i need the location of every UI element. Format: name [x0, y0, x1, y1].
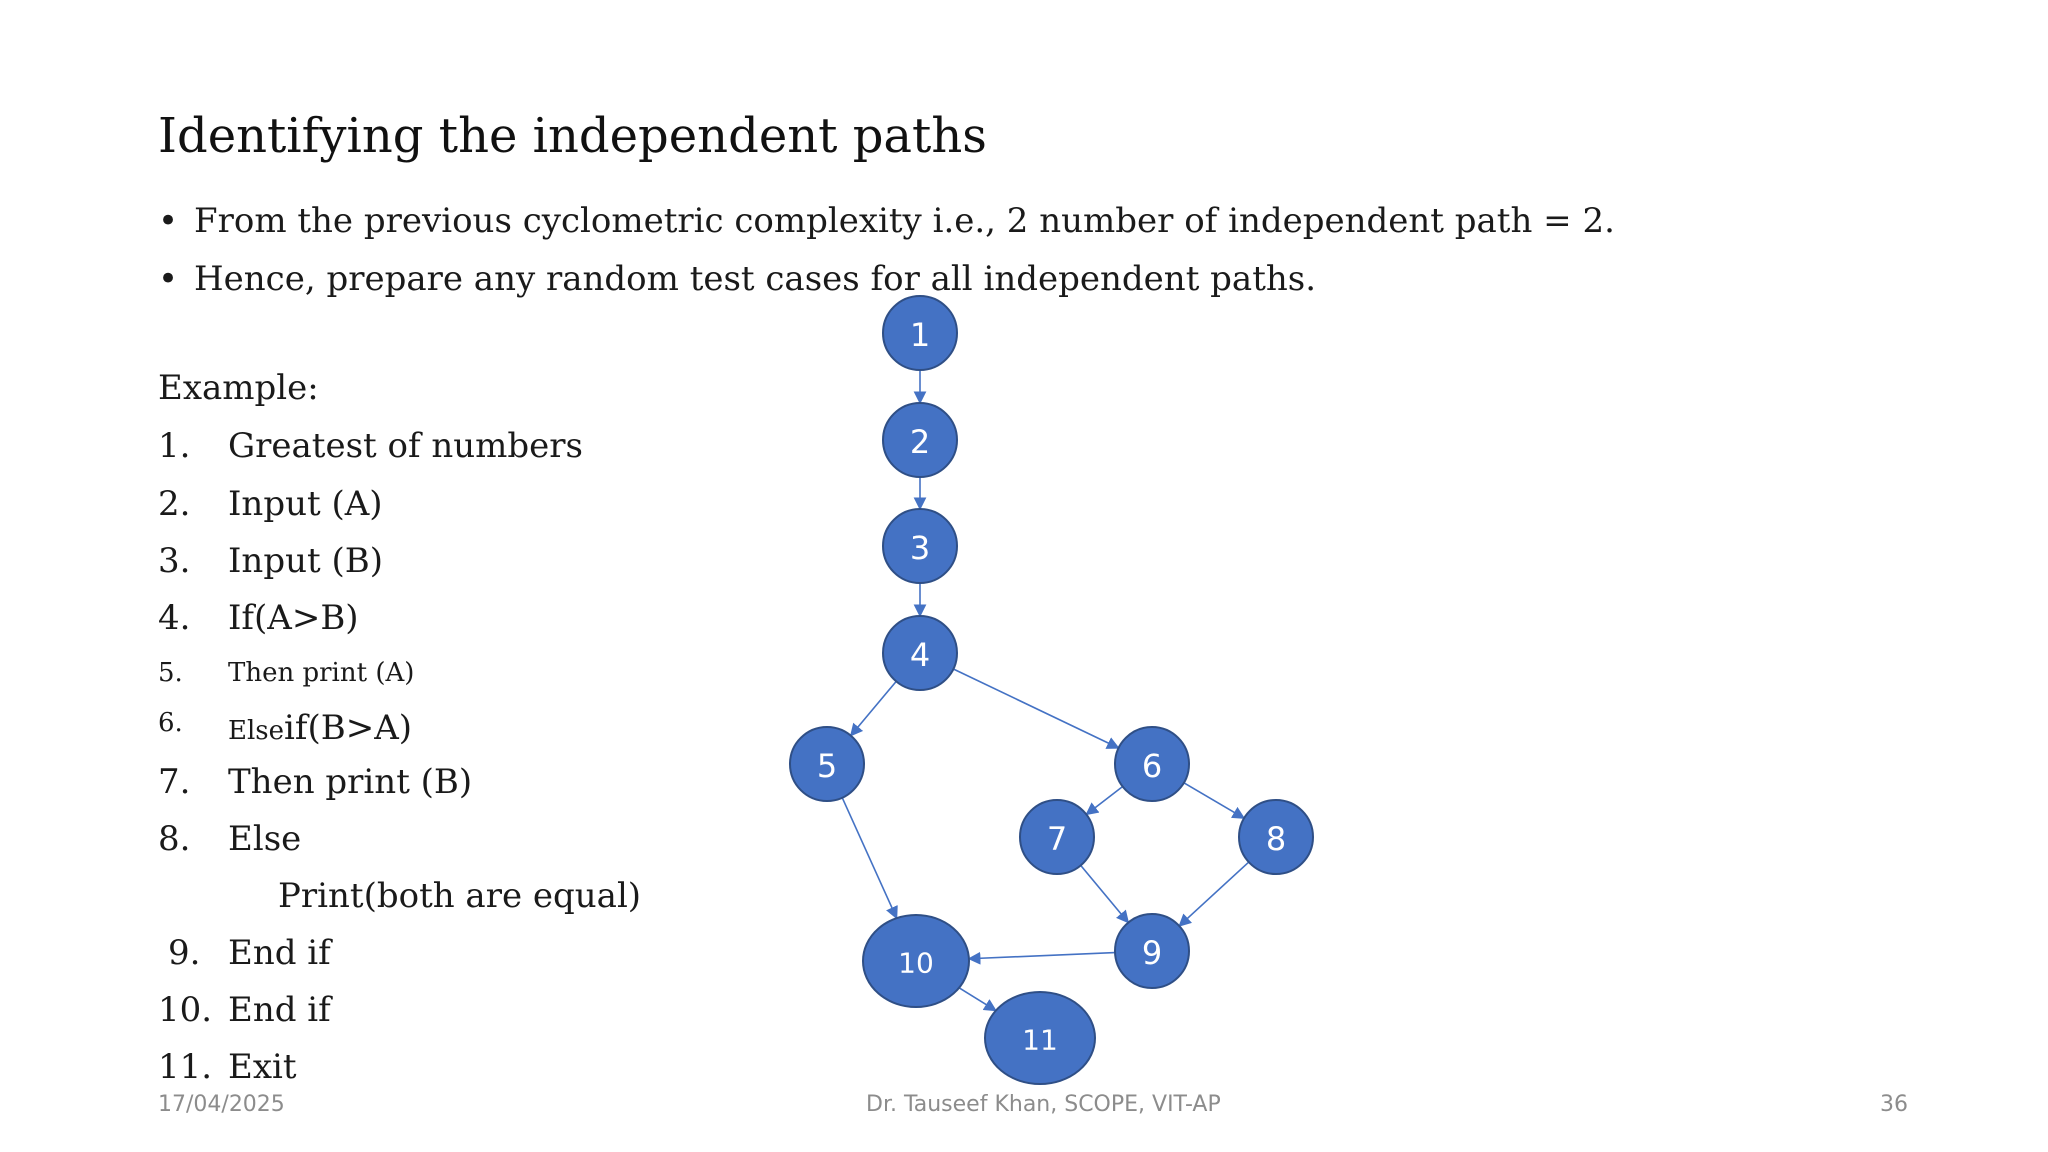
bullet-text: Hence, prepare any random test cases for… [194, 259, 1317, 299]
step-number: 4. [158, 598, 191, 638]
step-text: Greatest of numbers [228, 426, 583, 466]
bullet-text: From the previous cyclometric complexity… [194, 201, 1615, 241]
node-circle [789, 726, 865, 802]
edge-6-7 [1085, 785, 1124, 816]
bullet-item: • Hence, prepare any random test cases fo… [158, 250, 1615, 308]
node-7: 7 [1019, 799, 1095, 875]
step-number: 11. [158, 1047, 213, 1087]
step-number: 10. [158, 990, 213, 1030]
edge-6-8 [1183, 782, 1246, 819]
node-circle [882, 508, 958, 584]
step-text-small: Else [228, 716, 285, 746]
node-circle [1238, 799, 1314, 875]
node-label: 3 [910, 529, 930, 567]
node-9: 9 [1114, 913, 1190, 989]
step-number: 5. [158, 658, 183, 688]
node-11: 11 [984, 991, 1096, 1085]
edge-7-9 [1080, 864, 1130, 924]
step-text: Elseif(B>A) [228, 708, 412, 748]
node-3: 3 [882, 508, 958, 584]
node-circle [882, 402, 958, 478]
node-1: 1 [882, 295, 958, 371]
step-number: 6. [158, 708, 183, 738]
step-number: 2. [158, 484, 191, 524]
node-circle [984, 991, 1096, 1085]
node-circle [1114, 726, 1190, 802]
edge-4-6 [953, 668, 1120, 749]
node-label: 7 [1047, 820, 1067, 858]
node-circle [882, 615, 958, 691]
bullet-item: • From the previous cyclometric complexit… [158, 192, 1615, 250]
step-text: Input (A) [228, 484, 383, 524]
step-text-big: if(B>A) [284, 708, 413, 748]
step-number: 7. [158, 762, 191, 802]
node-6: 6 [1114, 726, 1190, 802]
node-4: 4 [882, 615, 958, 691]
footer-author: Dr. Tauseef Khan, SCOPE, VIT-AP [866, 1092, 1221, 1117]
edge-10-11 [958, 987, 997, 1012]
graph-nodes: 1 2 3 4 5 6 7 8 9 10 11 [789, 295, 1314, 1085]
step-text: Input (B) [228, 541, 383, 581]
node-circle [1114, 913, 1190, 989]
bullet-dot-icon: • [158, 201, 179, 241]
edge-4-5 [849, 680, 897, 737]
node-label: 1 [910, 316, 930, 354]
step-text: Else [228, 819, 302, 859]
node-label: 8 [1266, 820, 1286, 858]
node-10: 10 [862, 914, 970, 1008]
footer-page-number: 36 [1880, 1092, 1908, 1117]
node-label: 6 [1142, 747, 1162, 785]
step-text: If(A>B) [228, 598, 359, 638]
node-label: 2 [910, 423, 930, 461]
node-circle [882, 295, 958, 371]
node-circle [1019, 799, 1095, 875]
bullet-list: • From the previous cyclometric complexit… [158, 192, 1615, 308]
node-label: 5 [817, 747, 837, 785]
footer-date: 17/04/2025 [158, 1092, 285, 1117]
step-number: 8. [158, 819, 191, 859]
bullet-dot-icon: • [158, 259, 179, 299]
step-text: Then print (A) [228, 658, 415, 688]
edge-8-9 [1178, 861, 1250, 927]
graph-edges [841, 370, 1250, 1012]
node-circle [862, 914, 970, 1008]
slide-title: Identifying the independent paths [158, 108, 987, 164]
node-8: 8 [1238, 799, 1314, 875]
edge-5-10 [841, 797, 898, 920]
step-number: 3. [158, 541, 191, 581]
node-2: 2 [882, 402, 958, 478]
step-number: 1. [158, 426, 191, 466]
node-label: 4 [910, 636, 930, 674]
step-text: End if [228, 990, 331, 1030]
step-text: End if [228, 933, 331, 973]
step-text: Print(both are equal) [278, 876, 642, 916]
step-number: 9. [168, 933, 201, 973]
example-heading: Example: [158, 368, 319, 408]
node-label: 10 [898, 947, 934, 980]
node-label: 9 [1142, 934, 1162, 972]
node-5: 5 [789, 726, 865, 802]
step-text: Then print (B) [228, 762, 473, 802]
edge-9-10 [967, 951, 1116, 965]
node-label: 11 [1022, 1024, 1058, 1057]
step-text: Exit [228, 1047, 297, 1087]
